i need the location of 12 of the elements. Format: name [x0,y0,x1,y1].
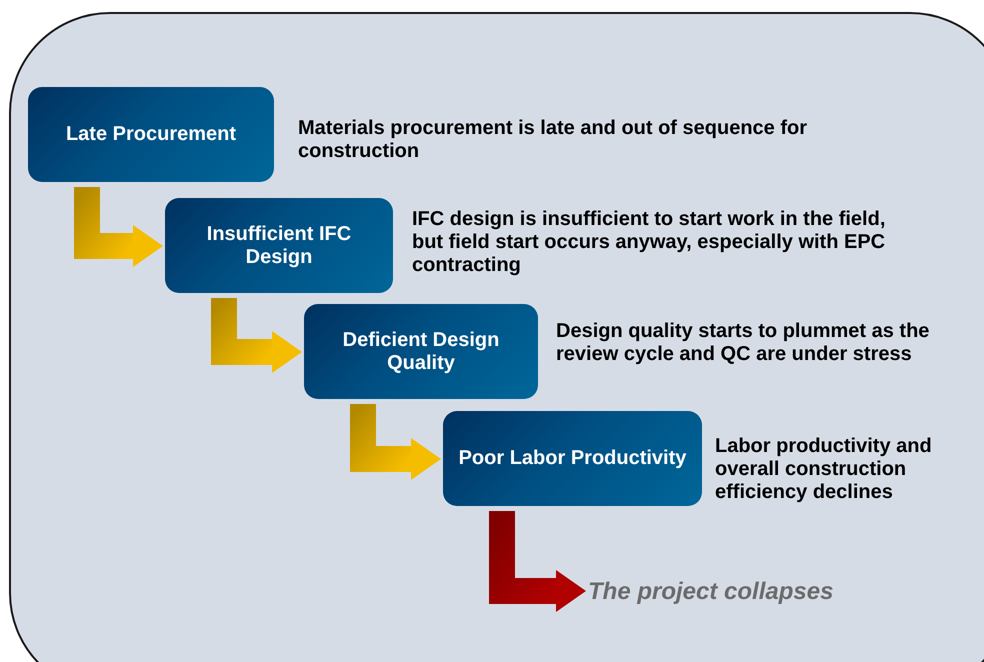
description-text: Labor productivity and overall construction efficiency declines [715,435,933,504]
description-text: Materials procurement is late and out of sequence for construction [298,117,808,163]
process-box: Insufficient IFC Design [165,198,393,293]
process-box: Deficient Design Quality [304,304,538,399]
description-text: Design quality starts to plummet as the review cycle and QC are under stress [556,320,930,366]
elbow-arrow [211,298,302,373]
process-box: Poor Labor Productivity [443,411,702,506]
process-box: Late Procurement [28,87,274,182]
description-text: IFC design is insufficient to start work in the field, but field start occurs anyway, especially with EPC contracting [412,208,886,277]
elbow-arrow [74,187,163,267]
elbow-arrow [350,404,441,480]
outcome-text: The project collapses [588,576,868,606]
